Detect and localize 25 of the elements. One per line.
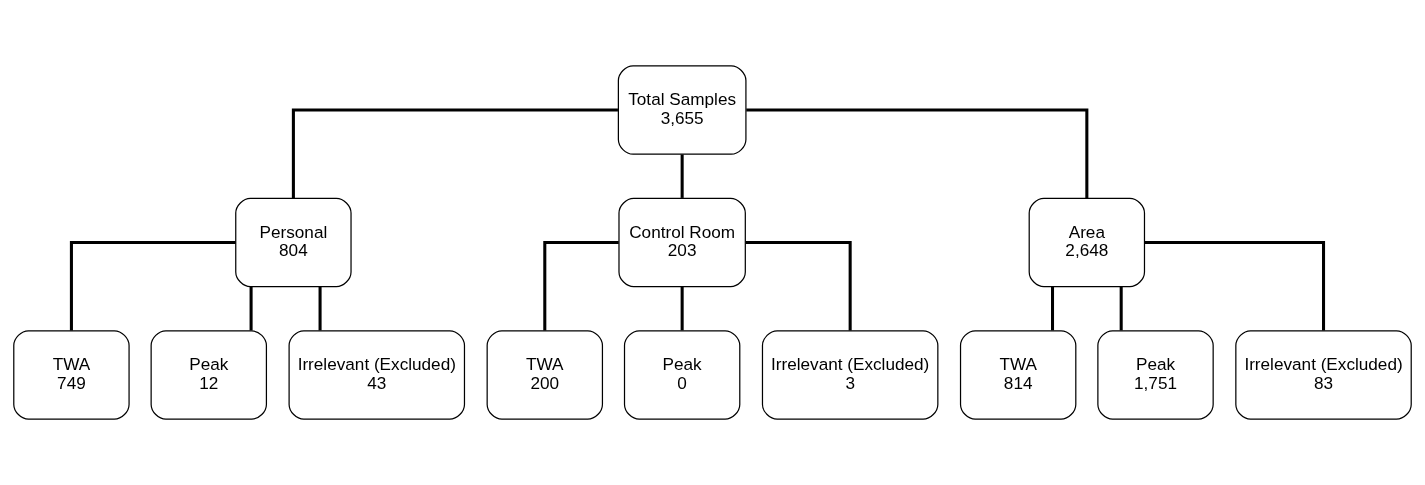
node-box: Total Samples 3,655: [617, 65, 747, 155]
node-box: Irrelevant (Excluded) 3: [761, 330, 939, 420]
node-box: Peak 1,751: [1097, 330, 1214, 420]
connector: [69, 240, 236, 331]
node-box: Control Room 203: [618, 197, 746, 288]
connector: [543, 240, 619, 331]
node-box: Irrelevant (Excluded) 83: [1235, 330, 1412, 420]
node-box: Area 2,648: [1028, 197, 1146, 288]
node-box: Peak 12: [150, 330, 268, 420]
node-box: Irrelevant (Excluded) 43: [288, 330, 466, 420]
connector: [680, 154, 684, 198]
connector: [1144, 240, 1326, 331]
connector: [745, 240, 852, 331]
node-box: TWA 814: [959, 330, 1077, 420]
connector: [291, 108, 618, 199]
connector: [680, 286, 684, 331]
node-box: TWA 749: [13, 330, 130, 420]
node-box: Personal 804: [235, 197, 352, 288]
node-box: Peak 0: [623, 330, 741, 420]
connector: [318, 286, 322, 331]
connector: [1050, 286, 1055, 331]
node-box: TWA 200: [486, 330, 604, 420]
connector: [746, 108, 1089, 199]
connector: [249, 286, 253, 331]
connector: [1119, 286, 1123, 331]
